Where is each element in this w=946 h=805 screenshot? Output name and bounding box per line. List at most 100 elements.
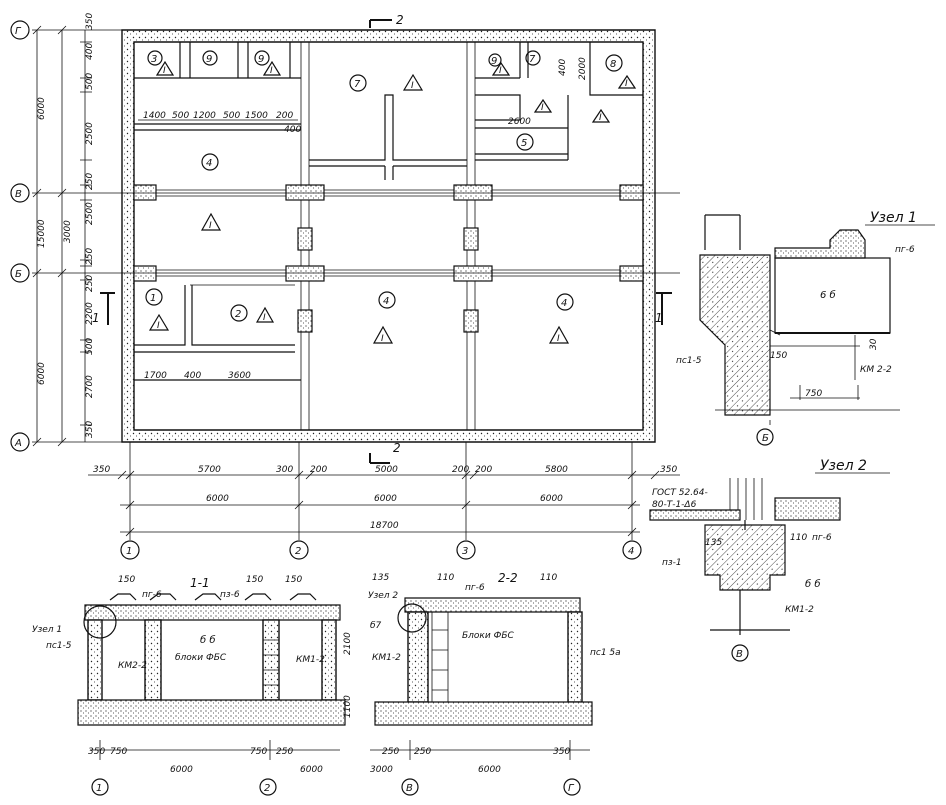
dim: 400	[284, 125, 301, 135]
axis-2: 2	[295, 546, 301, 557]
dim: 18700	[370, 521, 399, 531]
sec22-span0: 3000	[370, 765, 393, 775]
dim: 2500	[85, 202, 95, 225]
sec11-d250: 250	[276, 747, 293, 757]
sec11-pz: пз-6	[220, 590, 240, 600]
dim: 6000	[37, 362, 47, 385]
dim: 3000	[63, 220, 73, 243]
sec11-node: Узел 1	[32, 625, 62, 635]
dim: 6000	[540, 494, 563, 504]
node-2-detail: Узел 2 В ГОСТ 52.64- 80-Т-1-Δ6 пз-1 135 …	[649, 458, 890, 662]
axis-v: В	[15, 189, 22, 200]
dim: 400	[184, 371, 201, 381]
room-label: 4	[206, 158, 212, 169]
room-label: 4	[561, 298, 567, 309]
room-label: 9	[258, 54, 264, 65]
mark-i: I	[625, 79, 628, 89]
dim: 250	[85, 173, 95, 190]
mark-i: I	[599, 113, 602, 123]
sec11-ps: пс1-5	[46, 641, 72, 651]
axis-b: Б	[15, 269, 22, 280]
dim: 5700	[198, 465, 221, 475]
sec11-blocks: блоки ФБС	[175, 653, 227, 663]
axis-1: 1	[126, 546, 132, 557]
node-2-axis: В	[736, 649, 743, 660]
sec22-km: КМ1-2	[372, 653, 401, 663]
dim: 200	[276, 111, 293, 121]
axis-g: Г	[15, 26, 22, 37]
section-mark-1-left: 1	[92, 311, 100, 325]
dim: 5000	[375, 465, 398, 475]
dim: 5800	[545, 465, 568, 475]
sec11-h1100: 1100	[343, 695, 353, 718]
section-mark-2-top: 2	[396, 13, 404, 27]
sec11-pg: пг-6	[142, 590, 162, 600]
mark-i: I	[499, 66, 502, 76]
sec11-span2: 6000	[300, 765, 323, 775]
dim: 2200	[85, 302, 95, 325]
room-label: 9	[491, 56, 497, 67]
dim: 500	[223, 111, 240, 121]
section-2-2: 2-2 В Г пг-6 Узел 2 б7 Блоки ФБС КМ1-2 п…	[368, 571, 621, 796]
mark-i: I	[157, 321, 160, 331]
dim: 350	[85, 13, 95, 30]
sec22-d135: 135	[372, 573, 389, 583]
sec22-title: 2-2	[498, 571, 518, 585]
mark-i: I	[270, 66, 273, 76]
sec11-d750b: 750	[250, 747, 267, 757]
mark-i: I	[209, 221, 212, 231]
dim: 2000	[578, 57, 588, 80]
axis-4: 4	[628, 546, 634, 557]
node-2-d110: 110	[790, 533, 807, 543]
sec11-b6: б б	[200, 634, 216, 646]
node-1-d150: 150	[770, 351, 787, 361]
room-label: 8	[610, 59, 616, 70]
plan-labels: 2 2 1 1 3 9 9 7 9 7 8 5 4 1 2 4 4 I I I …	[92, 13, 663, 455]
room-label: 4	[383, 296, 389, 307]
dim: 1400	[143, 111, 166, 121]
node-2-pg: пг-6	[812, 533, 832, 543]
dim: 400	[558, 59, 568, 76]
dim: 200	[452, 465, 469, 475]
dim: 1500	[245, 111, 268, 121]
sec11-km1: КМ2-2	[118, 661, 147, 671]
dim: 3600	[228, 371, 251, 381]
floor-plan	[100, 19, 672, 464]
sec22-axis-v: В	[406, 783, 413, 794]
mark-i: I	[263, 313, 266, 323]
dim: 1700	[144, 371, 167, 381]
axis-a: А	[14, 438, 22, 449]
section-1-1: 1-1 1 2 пг-6 пз-6 б б блоки ФБС КМ2-2 КМ…	[32, 575, 353, 796]
node-1-d30: 30	[869, 338, 879, 350]
sec22-ps: пс1 5а	[590, 648, 621, 658]
sec22-d250: 250	[382, 747, 399, 757]
sec11-d150a: 150	[118, 575, 135, 585]
sec22-d110a: 110	[437, 573, 454, 583]
dim: 2600	[508, 117, 531, 127]
sec11-d150c: 150	[285, 575, 302, 585]
room-label: 5	[521, 138, 527, 149]
room-label: 7	[529, 54, 536, 65]
sec22-span: 6000	[478, 765, 501, 775]
sec22-blocks: Блоки ФБС	[462, 631, 515, 641]
node-1-ps: пс1-5	[676, 356, 702, 366]
sec22-d110b: 110	[540, 573, 557, 583]
dim: 200	[475, 465, 492, 475]
node-1-axis: Б	[762, 433, 769, 444]
dim: 15000	[37, 219, 47, 248]
dim: 500	[85, 338, 95, 355]
node-2-pz: пз-1	[662, 558, 682, 568]
grid-axes: Г В Б А 1 2 3 4	[10, 20, 680, 560]
sec22-node: Узел 2	[368, 591, 398, 601]
sec11-title: 1-1	[190, 576, 210, 590]
dim: 2500	[85, 122, 95, 145]
dim: 500	[85, 73, 95, 90]
node-1-detail: Узел 1 Б пг-6 6 б пс1-5 КМ 2-2 150 30 75…	[676, 210, 935, 446]
node-2-gost2: 80-Т-1-Δ6	[652, 500, 697, 510]
dim: 350	[660, 465, 677, 475]
dim: 250	[85, 248, 95, 265]
sec11-km2: КМ1-2	[296, 655, 325, 665]
sec11-axis-1: 1	[96, 783, 102, 794]
dim: 6000	[374, 494, 397, 504]
